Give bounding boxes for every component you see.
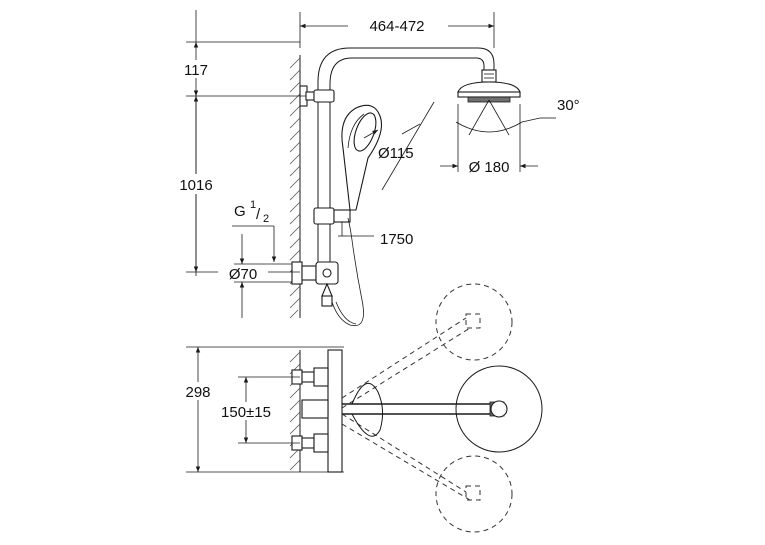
dim-head-diameter: Ø 180 (440, 104, 538, 176)
dim-spacing: 150±15 (208, 376, 300, 444)
swivel-ghost-upper (341, 283, 513, 409)
wall-hatch-bottom (289, 350, 301, 472)
label-bar-height: 1016 (179, 177, 212, 194)
dim-left-vertical: 117 1016 (168, 10, 306, 276)
head-center (490, 400, 508, 418)
head-shower (457, 69, 521, 103)
label-top-offset: 117 (184, 62, 208, 79)
label-mixer-height: 298 (185, 384, 210, 401)
label-diameter-70: Ø70 (229, 266, 257, 283)
head-nut (481, 69, 497, 83)
label-head-diameter: Ø 180 (469, 159, 510, 176)
dim-diameter-70: Ø70 (218, 234, 292, 318)
front-elevation: 464-472 117 1016 G 1 / 2 (168, 10, 580, 327)
label-thread-g: G (234, 203, 246, 220)
wall-flange (291, 261, 303, 285)
label-spacing: 150±15 (221, 404, 271, 421)
dim-mixer-height: 298 (172, 346, 344, 473)
head-plate (457, 91, 521, 98)
spray-angle (455, 99, 556, 136)
swivel-ghost-lower (341, 413, 513, 533)
slider (313, 207, 335, 225)
hand-shower (341, 104, 383, 211)
riser-pipe (317, 47, 495, 270)
head-nozzles (467, 96, 511, 103)
connector (301, 265, 317, 281)
dim-hand-shower: Ø115 (363, 101, 435, 191)
slider-holder (333, 209, 351, 223)
label-thread-sub: 2 (263, 213, 269, 225)
head-dome (457, 81, 521, 93)
dim-thread: G 1 / 2 (232, 199, 277, 262)
label-hand-shower: Ø115 (378, 145, 414, 162)
dim-width: 464-472 (299, 12, 495, 48)
dim-total-height: 1750 (346, 231, 413, 248)
label-spray-angle: 30° (557, 97, 580, 114)
label-thread-slash: / (256, 206, 261, 223)
label-width-range: 464-472 (369, 18, 424, 35)
riser-bracket (301, 399, 329, 419)
hose (331, 217, 364, 327)
swivel-lens (351, 382, 384, 437)
diverter (291, 261, 339, 307)
label-thread-sup: 1 (250, 199, 256, 211)
hose-edge (335, 301, 357, 325)
head-circle (455, 365, 543, 453)
mixer-body (327, 349, 343, 473)
plan-view: 298 150±15 (172, 283, 543, 533)
bracket-clamp-top (313, 89, 335, 103)
label-total-height: 1750 (380, 231, 413, 248)
